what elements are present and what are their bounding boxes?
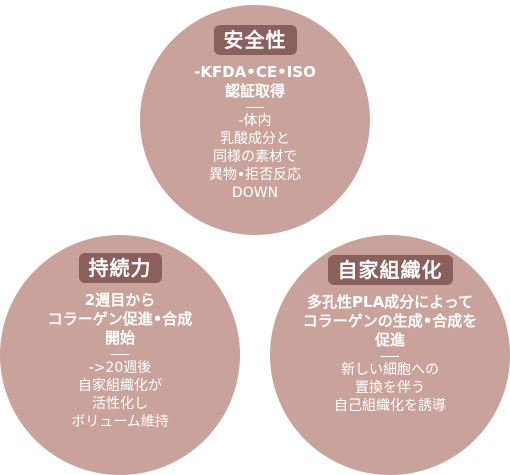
safety-description: -体内 乳酸成分と 同様の素材で 異物•拒否反応 DOWN	[208, 113, 302, 201]
durability-divider	[111, 354, 129, 355]
durability-content: 持続力 2週目から コラーゲン促進•合成 開始 ->20週後 自家組織化が 活性…	[0, 253, 240, 431]
self-organization-divider	[381, 356, 399, 357]
self-organization-headline: 多孔性PLA成分によって コラーゲンの生成•合成を 促進	[302, 293, 478, 349]
self-organization-circle: 自家組織化 多孔性PLA成分によって コラーゲンの生成•合成を 促進 新しい細胞…	[270, 235, 510, 475]
safety-content: 安全性 -KFDA•CE•ISO 認証取得 -体内 乳酸成分と 同様の素材で 異…	[140, 25, 370, 202]
safety-label: 安全性	[213, 25, 297, 55]
durability-headline: 2週目から コラーゲン促進•合成 開始	[47, 291, 193, 347]
self-organization-content: 自家組織化 多孔性PLA成分によって コラーゲンの生成•合成を 促進 新しい細胞…	[270, 255, 510, 415]
self-organization-description: 新しい細胞への 置換を伴う 自己組織化を誘導	[334, 362, 446, 414]
self-organization-label: 自家組織化	[327, 255, 453, 285]
safety-divider	[246, 107, 264, 108]
durability-circle: 持続力 2週目から コラーゲン促進•合成 開始 ->20週後 自家組織化が 活性…	[0, 235, 240, 475]
durability-label: 持続力	[78, 253, 162, 283]
safety-headline: -KFDA•CE•ISO 認証取得	[194, 63, 316, 100]
safety-circle: 安全性 -KFDA•CE•ISO 認証取得 -体内 乳酸成分と 同様の素材で 異…	[140, 5, 370, 235]
durability-description: ->20週後 自家組織化が 活性化し ボリューム維持	[71, 360, 169, 430]
